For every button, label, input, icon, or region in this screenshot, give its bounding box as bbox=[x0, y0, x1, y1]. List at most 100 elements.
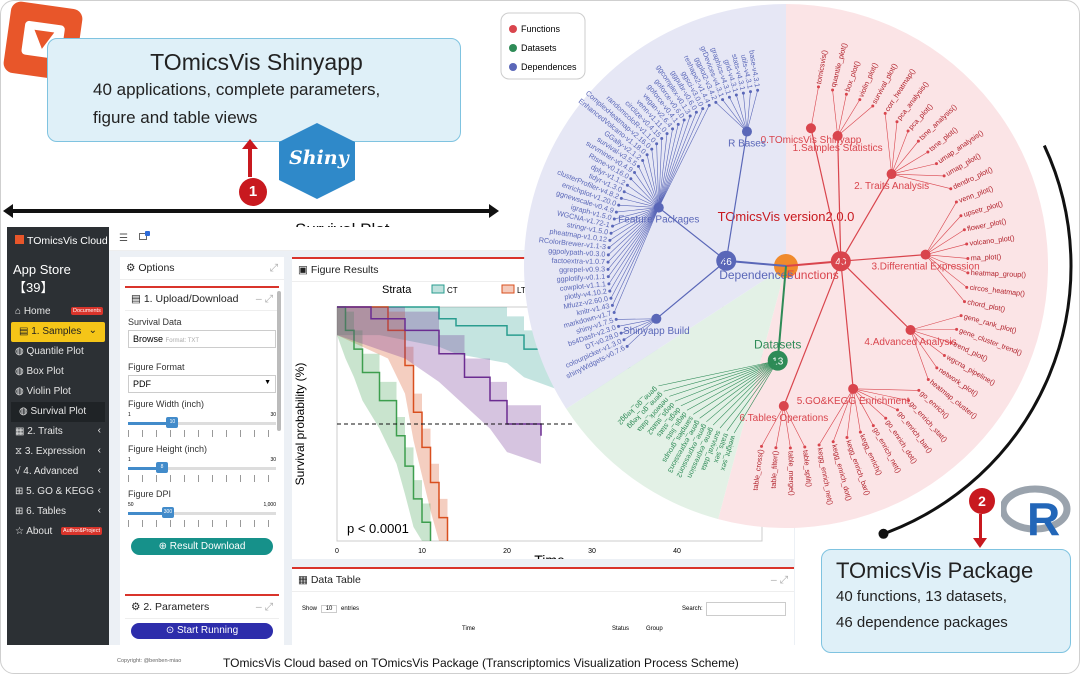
leaf-node bbox=[611, 224, 615, 228]
collapse-icon[interactable]: – ⤢ bbox=[255, 293, 273, 305]
table-column-header[interactable]: Status bbox=[612, 626, 630, 632]
sidebar-item-survival-plot[interactable]: ◍ Survival Plot bbox=[11, 402, 105, 422]
dataset-link bbox=[680, 360, 778, 407]
legend-swatch bbox=[431, 284, 445, 294]
leaf-label: ggrepel-v0.9.3 bbox=[559, 264, 605, 274]
expand-icon[interactable]: ⤢ bbox=[269, 262, 278, 274]
hub-label: Dependences bbox=[719, 268, 793, 282]
leaf-link bbox=[761, 405, 785, 447]
tree-legend bbox=[500, 12, 586, 80]
leaf-node bbox=[607, 246, 611, 250]
leaf-link bbox=[609, 207, 659, 241]
leaf-link bbox=[722, 99, 748, 132]
leaf-node bbox=[817, 443, 821, 447]
sidebar-item-6-tables[interactable]: ⊞ 6. Tables‹ bbox=[7, 502, 109, 522]
chart-icon: ◍ bbox=[15, 346, 27, 357]
leaf-node bbox=[966, 271, 970, 275]
upload-download-header: ▤ 1. Upload/Download– ⤢ bbox=[125, 288, 279, 311]
group-link bbox=[837, 135, 842, 262]
leaf-link bbox=[910, 329, 938, 369]
leaf-link bbox=[658, 119, 685, 208]
leaf-link bbox=[853, 388, 919, 391]
figure-height-label: Figure Height (inch) bbox=[128, 444, 208, 454]
leaf-link bbox=[646, 154, 660, 208]
sidebar-item-3-expression[interactable]: ⧖ 3. Expression‹ bbox=[7, 442, 109, 462]
x-tick-label: 20 bbox=[503, 548, 511, 555]
file-icon: ▤ bbox=[131, 293, 144, 305]
notification-icon[interactable] bbox=[139, 233, 147, 240]
browse-button[interactable]: Browse bbox=[133, 334, 164, 344]
leaf-node bbox=[614, 317, 618, 321]
entries-select[interactable]: 10 bbox=[320, 605, 338, 613]
table-column-header[interactable]: Time bbox=[462, 626, 476, 632]
table-search-input[interactable] bbox=[706, 602, 786, 616]
leaf-link bbox=[623, 318, 657, 341]
dpi-slider-knob[interactable]: 300 bbox=[161, 507, 174, 518]
table-column-header[interactable]: Group bbox=[646, 626, 663, 632]
sidebar-item-box-plot[interactable]: ◍ Box Plot bbox=[7, 362, 109, 382]
height-slider-knob[interactable]: 8 bbox=[156, 462, 169, 473]
sidebar-item-quantile-plot[interactable]: ◍ Quantile Plot bbox=[7, 342, 109, 362]
leaf-link bbox=[621, 198, 659, 208]
leaf-link bbox=[658, 124, 679, 208]
leaf-label: table_merge() bbox=[786, 451, 796, 496]
hamburger-icon[interactable]: ☰ bbox=[119, 233, 128, 244]
leaf-node bbox=[629, 177, 633, 181]
copyright: Copyright: @benben-miao bbox=[117, 658, 182, 664]
leaf-link bbox=[658, 128, 673, 208]
leaf-node bbox=[636, 164, 640, 168]
dataset-link bbox=[719, 360, 778, 429]
leaf-link bbox=[837, 105, 873, 137]
sidebar-brand[interactable]: TOmicsVis Cloud bbox=[7, 227, 109, 257]
sidebar-item-1-samples[interactable]: ▤ 1. Samples⌄ bbox=[11, 322, 105, 342]
file-input[interactable]: Browse Format: TXT bbox=[128, 330, 276, 348]
leaf-node bbox=[609, 296, 613, 300]
dpi-min: 50 bbox=[128, 502, 134, 508]
result-download-button[interactable]: ⊕ Result Download bbox=[131, 538, 273, 555]
legend-label: Datasets bbox=[521, 43, 557, 53]
sidebar-item-violin-plot[interactable]: ◍ Violin Plot bbox=[7, 382, 109, 402]
leaf-link bbox=[746, 90, 758, 132]
leaf-link bbox=[608, 207, 660, 285]
leaf-link bbox=[630, 178, 659, 208]
width-slider-knob[interactable]: 10 bbox=[166, 417, 179, 428]
upload-download-box: ▤ 1. Upload/Download– ⤢ Survival Data Br… bbox=[125, 286, 279, 586]
sidebar-item-4-advanced[interactable]: √ 4. Advanced‹ bbox=[7, 462, 109, 482]
leaf-node bbox=[962, 228, 966, 232]
leaf-link bbox=[891, 163, 937, 175]
leaf-node bbox=[614, 210, 618, 214]
dataset-link bbox=[706, 360, 778, 423]
table-collapse-icon[interactable]: – ⤢ bbox=[770, 574, 788, 586]
leaf-link bbox=[925, 254, 968, 274]
chevron-icon: ‹ bbox=[97, 465, 101, 476]
hub-label: Functions bbox=[787, 268, 839, 282]
confidence-band-3 bbox=[337, 307, 541, 464]
figure-format-select[interactable]: PDF▼ bbox=[128, 375, 276, 393]
sidebar-item-label: Violin Plot bbox=[26, 386, 71, 397]
leaf-node bbox=[608, 289, 612, 293]
options-scrollbar[interactable] bbox=[277, 291, 281, 431]
sidebar-item-2-traits[interactable]: ▦ 2. Traits‹ bbox=[7, 422, 109, 442]
leaf-node bbox=[959, 214, 963, 218]
sidebar-item-5-go-kegg[interactable]: ⊞ 5. GO & KEGG‹ bbox=[7, 482, 109, 502]
p-value: p < 0.0001 bbox=[347, 521, 409, 536]
group-label: 3.Differential Expression bbox=[871, 262, 979, 273]
dataset-link bbox=[686, 360, 778, 411]
leaf-link bbox=[925, 201, 957, 255]
height-max: 30 bbox=[270, 457, 276, 463]
leaf-link bbox=[810, 86, 819, 129]
leaf-node bbox=[959, 314, 963, 318]
parameters-collapse-icon[interactable]: – ⤢ bbox=[255, 601, 273, 613]
sidebar-item-label: 3. Expression bbox=[24, 446, 86, 457]
x-tick-label: 40 bbox=[673, 548, 681, 555]
start-running-button[interactable]: ⊙ Start Running bbox=[131, 623, 273, 639]
advanced-icon: √ bbox=[15, 466, 24, 477]
survival-data-label: Survival Data bbox=[128, 317, 182, 327]
leaf-node bbox=[612, 310, 616, 314]
